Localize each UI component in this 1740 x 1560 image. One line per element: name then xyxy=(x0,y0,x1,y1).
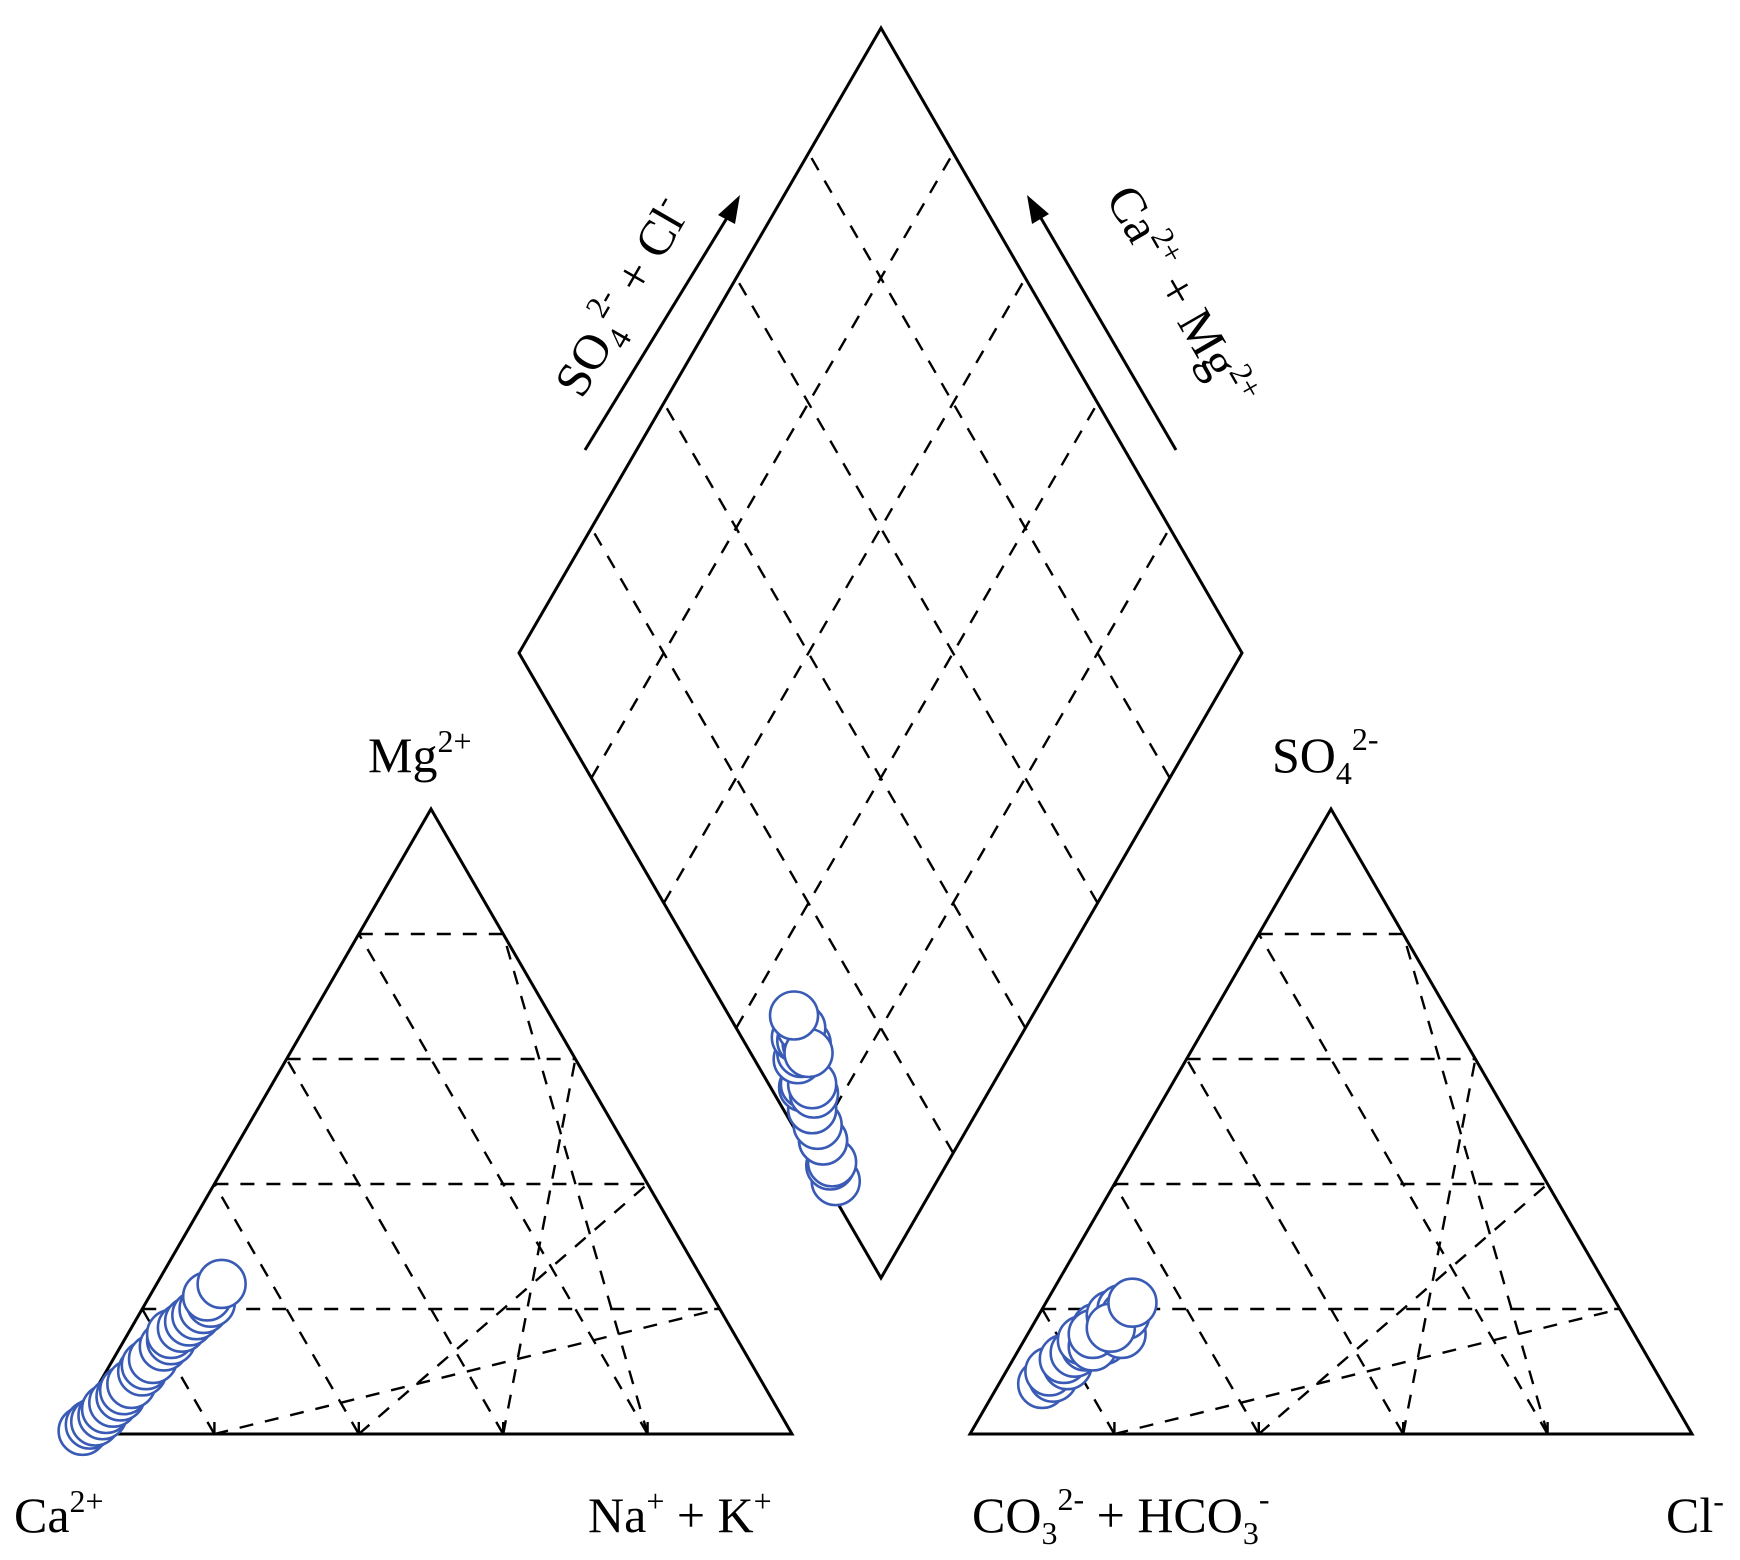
diamond-right-label: Ca2+ + Mg2+ xyxy=(1095,174,1270,417)
diamond-grid-b xyxy=(807,152,1171,779)
diamond-left-label: SO42- + Cl- xyxy=(538,186,707,410)
anion-grid-b xyxy=(1257,933,1549,1435)
diamond-sample-point xyxy=(768,990,820,1041)
diamond-grid-a xyxy=(735,402,1099,1029)
cation-grid-b xyxy=(285,1058,505,1435)
cation-left-label: Ca2+ xyxy=(14,1483,104,1543)
cation-right-label: Na+ + K+ xyxy=(588,1483,772,1543)
central-diamond xyxy=(517,25,1244,1281)
diamond-grid-a xyxy=(590,152,955,779)
diamond-left-arrowhead xyxy=(718,195,740,224)
cation-grid-a xyxy=(214,1307,721,1436)
diamond-grid-b xyxy=(735,277,1099,904)
point-layer xyxy=(57,990,1158,1457)
diamond-grid-a xyxy=(807,527,1171,1154)
anion-grid-a xyxy=(1402,933,1549,1435)
arrow-layer xyxy=(583,195,1178,451)
anion-grid-a xyxy=(1258,1183,1549,1435)
cation-top-label: Mg2+ xyxy=(368,723,472,783)
cation-sample-point xyxy=(196,1258,247,1310)
cation-grid-b xyxy=(213,1183,360,1435)
diamond-grid-a xyxy=(662,277,1027,904)
anion-triangle xyxy=(967,806,1695,1436)
anion-sample-point xyxy=(1107,1277,1158,1328)
frame-layer xyxy=(67,25,1695,1436)
diamond-grid-b xyxy=(662,402,1027,1029)
diamond-right-arrowhead xyxy=(1027,195,1049,224)
anion-left-label: CO32- + HCO3- xyxy=(972,1481,1270,1551)
diamond-grid-b xyxy=(590,527,955,1154)
cation-grid-a xyxy=(358,1183,649,1435)
anion-grid-a xyxy=(1114,1307,1621,1436)
cation-grid-b xyxy=(357,933,649,1435)
cation-grid-a xyxy=(502,933,649,1435)
diamond-right-arrow xyxy=(1036,212,1178,451)
grid-layer xyxy=(141,152,1621,1436)
anion-grid-b xyxy=(1113,1183,1260,1435)
cation-triangle xyxy=(67,806,795,1436)
anion-top-label: SO42- xyxy=(1272,721,1379,791)
anion-grid-b xyxy=(1185,1058,1405,1435)
diamond-left-arrow xyxy=(583,212,732,451)
anion-right-label: Cl- xyxy=(1666,1483,1724,1543)
